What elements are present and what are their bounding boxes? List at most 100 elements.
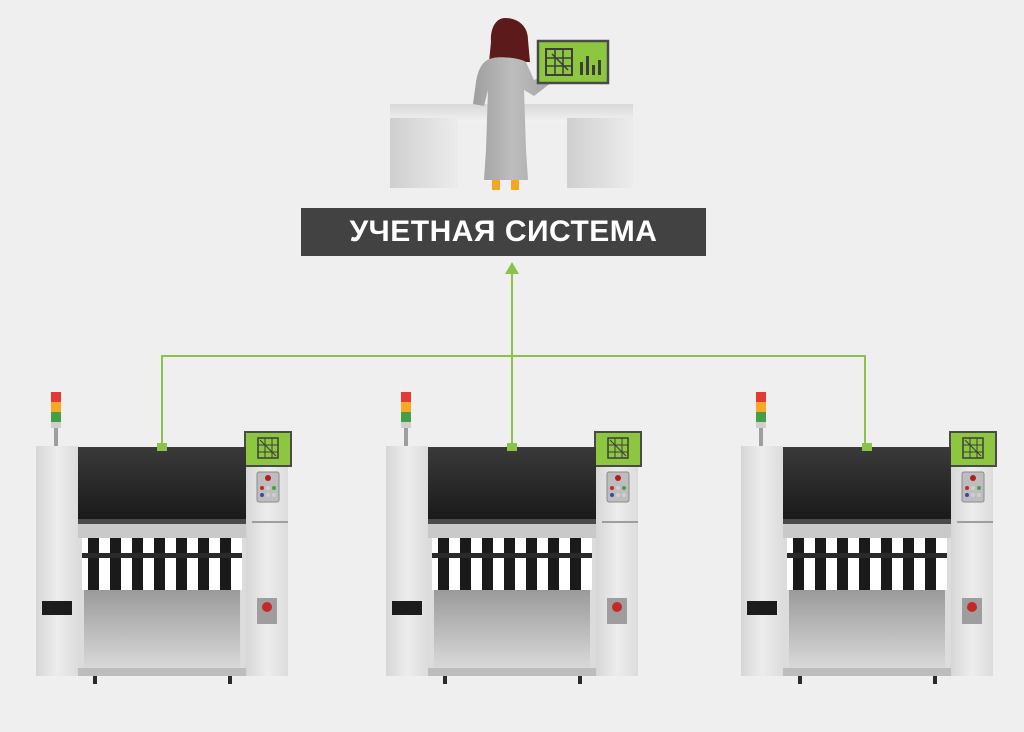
machine-slot [392,601,422,615]
feeder-4 [154,538,165,590]
keypad-button-2 [266,486,270,490]
feeder-5 [526,538,537,590]
feeder-6 [548,538,559,590]
operator-workstation [390,18,633,190]
connector-arrowhead [505,262,519,274]
keypad-button-5 [971,493,975,497]
signal-light-green [756,412,766,422]
machine-cover-edge [428,519,596,524]
keypad-button-1 [610,486,614,490]
feeder-3 [132,538,143,590]
machine-chamber [789,590,945,668]
control-screen-grid [607,437,629,459]
control-panel-screen-icon [949,431,997,467]
keypad-stop-button [615,475,621,481]
keypad-button-4 [260,493,264,497]
feeder-6 [903,538,914,590]
feeder-1 [793,538,804,590]
feeder-1 [88,538,99,590]
control-screen-frame [244,431,292,467]
machine-foot-left [93,676,97,684]
machine-left-panel [741,446,783,676]
keypad-button-4 [965,493,969,497]
feeder-1 [438,538,449,590]
feeder-2 [815,538,826,590]
machine-left-panel [386,446,428,676]
terminal-screen-icon [536,39,610,85]
keypad-button-1 [260,486,264,490]
smt-machine-1 [36,392,292,684]
signal-tower-pole [759,428,763,446]
keypad-button-6 [622,493,626,497]
system-label: УЧЕТНАЯ СИСТЕМА [301,208,706,256]
keypad-button-3 [272,486,276,490]
connector-node [157,443,167,451]
emergency-stop-knob [262,602,272,612]
desk-leg-left [390,118,458,188]
keypad-button-6 [272,493,276,497]
machine-rail [428,524,596,538]
machines-group [36,392,997,684]
machine-foot-right [578,676,582,684]
smt-machine-3 [741,392,997,684]
signal-tower-icon [756,392,766,446]
control-keypad [606,471,630,503]
feeder-bar [432,553,592,558]
signal-tower-cap [51,422,61,428]
control-panel-screen-icon [594,431,642,467]
keypad-button-5 [616,493,620,497]
connector-lines [161,262,866,447]
feeder-6 [198,538,209,590]
machine-top-cover [428,447,596,519]
machine-chamber [84,590,240,668]
feeder-5 [881,538,892,590]
feeder-bar [82,553,242,558]
control-panel-screen-icon [244,431,292,467]
feeder-2 [460,538,471,590]
connector-node [862,443,872,451]
signal-tower-cap [401,422,411,428]
machine-foot-left [443,676,447,684]
feeder-5 [176,538,187,590]
signal-light-yellow [756,402,766,412]
keypad-button-4 [610,493,614,497]
feeder-7 [570,538,581,590]
signal-tower-icon [401,392,411,446]
machine-base [428,668,596,676]
control-screen-grid [257,437,279,459]
feeder-4 [859,538,870,590]
control-screen-grid [962,437,984,459]
keypad-stop-button [970,475,976,481]
desk-leg-right [567,118,633,188]
connector-bus [161,355,866,447]
machine-top-cover [783,447,951,519]
machine-rail [78,524,246,538]
feeder-7 [925,538,936,590]
keypad-button-3 [622,486,626,490]
keypad-button-6 [977,493,981,497]
machine-top-cover [78,447,246,519]
machine-cover-edge [783,519,951,524]
operator-figure [473,18,561,190]
control-screen-lines [608,438,628,458]
feeder-bar [787,553,947,558]
signal-light-green [51,412,61,422]
signal-tower-icon [51,392,61,446]
control-keypad [256,471,280,503]
signal-light-yellow [51,402,61,412]
keypad-button-2 [971,486,975,490]
machine-foot-right [228,676,232,684]
control-screen-lines [963,438,983,458]
signal-light-red [401,392,411,402]
machine-slot [747,601,777,615]
control-screen-lines [258,438,278,458]
feeder-2 [110,538,121,590]
machine-chamber [434,590,590,668]
machine-left-panel [36,446,78,676]
smt-machine-2 [386,392,642,684]
emergency-stop-button [962,598,982,624]
keypad-button-1 [965,486,969,490]
keypad-button-2 [616,486,620,490]
keypad-button-3 [977,486,981,490]
